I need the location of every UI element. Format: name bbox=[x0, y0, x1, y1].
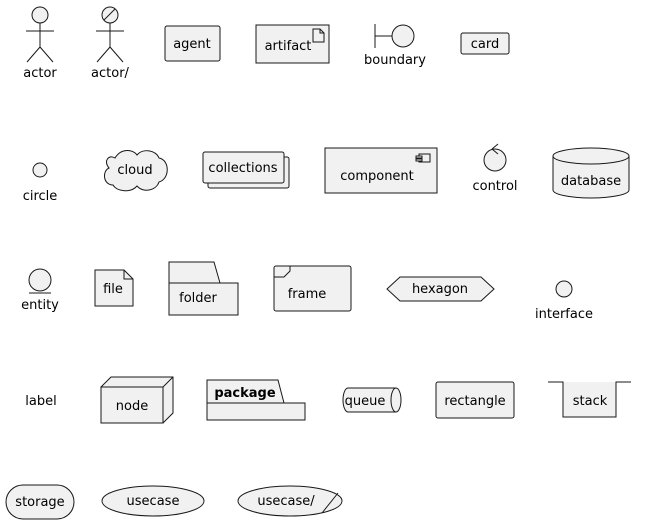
stack-element[interactable]: stack bbox=[548, 381, 631, 418]
hexagon-element[interactable]: hexagon bbox=[386, 276, 495, 302]
folder-element[interactable]: folder bbox=[168, 261, 239, 316]
usecase-element[interactable]: usecase bbox=[101, 485, 205, 517]
file-label: file bbox=[103, 282, 123, 297]
boundary-element[interactable]: boundary bbox=[364, 24, 426, 68]
package-label: package bbox=[214, 386, 276, 401]
control-element[interactable]: control bbox=[472, 143, 518, 194]
interface-label: interface bbox=[535, 307, 593, 322]
collections-label: collections bbox=[208, 161, 277, 176]
actor-label: actor bbox=[23, 66, 57, 81]
cloud-element[interactable]: cloud bbox=[104, 150, 168, 192]
label-element[interactable]: label bbox=[25, 394, 56, 409]
storage-element[interactable]: storage bbox=[5, 484, 75, 520]
control-label: control bbox=[472, 179, 517, 194]
queue-element[interactable]: queue bbox=[342, 387, 402, 413]
component-label: component bbox=[340, 169, 414, 184]
agent-element[interactable]: agent bbox=[164, 25, 221, 62]
artifact-label: artifact bbox=[265, 39, 312, 54]
card-label: card bbox=[471, 37, 499, 52]
storage-label: storage bbox=[15, 495, 64, 510]
circle-label: circle bbox=[23, 189, 58, 204]
cloud-label: cloud bbox=[117, 163, 152, 178]
rectangle-label: rectangle bbox=[444, 394, 505, 409]
frame-label: frame bbox=[288, 287, 327, 302]
entity-element[interactable]: entity bbox=[21, 268, 59, 313]
card-element[interactable]: card bbox=[460, 32, 510, 55]
package-element[interactable]: package bbox=[206, 379, 306, 421]
circle-element[interactable]: circle bbox=[23, 162, 58, 204]
rectangle-element[interactable]: rectangle bbox=[435, 381, 515, 419]
node-label: node bbox=[116, 399, 148, 414]
label-label: label bbox=[25, 394, 56, 409]
business-actor-label: actor/ bbox=[91, 66, 130, 81]
file-element[interactable]: file bbox=[94, 269, 134, 307]
collections-element[interactable]: collections bbox=[202, 151, 290, 189]
artifact-element[interactable]: artifact bbox=[255, 24, 330, 64]
folder-label: folder bbox=[179, 291, 217, 306]
usecase-label: usecase bbox=[127, 494, 180, 509]
node-element[interactable]: node bbox=[100, 376, 174, 424]
stack-label: stack bbox=[573, 394, 608, 409]
actor-element[interactable]: actor bbox=[23, 6, 57, 81]
business-actor-element[interactable]: actor/ bbox=[91, 6, 130, 81]
boundary-label: boundary bbox=[364, 53, 426, 68]
business-usecase-label: usecase/ bbox=[257, 494, 315, 509]
frame-element[interactable]: frame bbox=[273, 265, 352, 312]
interface-element[interactable]: interface bbox=[535, 280, 593, 322]
database-label: database bbox=[561, 174, 621, 189]
business-usecase-element[interactable]: usecase/ bbox=[237, 485, 343, 517]
hexagon-label: hexagon bbox=[412, 282, 468, 297]
queue-label: queue bbox=[345, 394, 386, 409]
component-element[interactable]: component bbox=[324, 147, 438, 194]
agent-label: agent bbox=[173, 37, 211, 52]
database-element[interactable]: database bbox=[552, 147, 630, 199]
entity-label: entity bbox=[21, 298, 59, 313]
